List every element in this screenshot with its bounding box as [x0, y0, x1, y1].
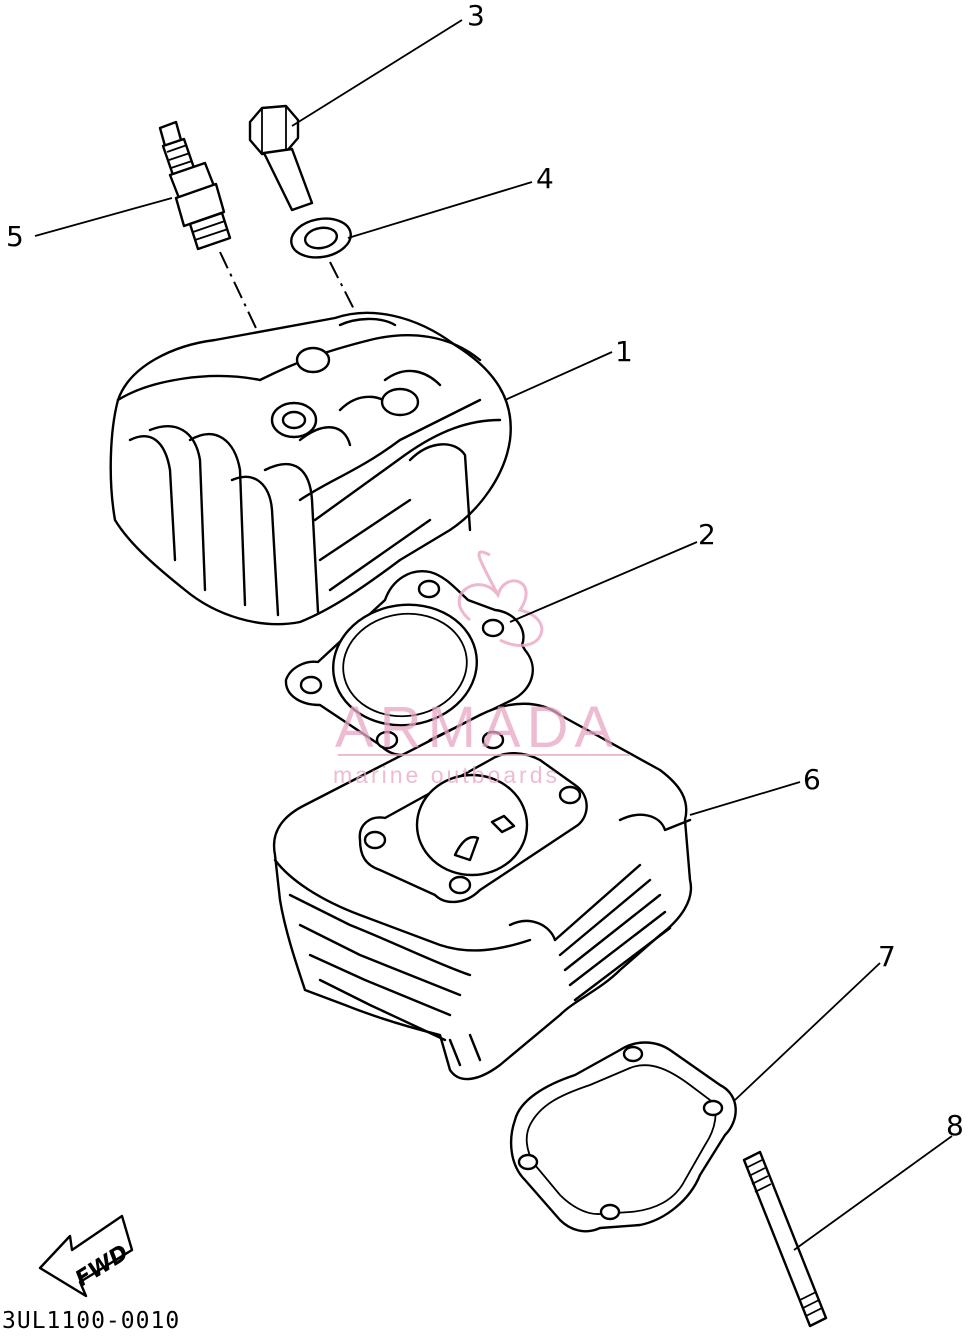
drawing-code: 3UL1100-0010 — [2, 1308, 180, 1334]
watermark-logo — [457, 550, 544, 647]
watermark-logo-tail — [477, 550, 500, 596]
watermark: ARMADA marine outboards — [333, 550, 630, 788]
fwd-arrow-icon: FWD — [38, 1214, 133, 1298]
callout-3: 3 — [467, 0, 485, 32]
leader-lines — [34, 19, 953, 1251]
callout-1: 1 — [615, 335, 633, 368]
spark-plug-part[interactable] — [158, 120, 232, 251]
callout-4: 4 — [536, 162, 554, 195]
watermark-brand: ARMADA — [335, 695, 619, 760]
head-gasket-part[interactable] — [284, 570, 534, 757]
cylinder-part[interactable] — [272, 702, 693, 1081]
base-gasket-part[interactable] — [509, 1041, 737, 1233]
callout-7: 7 — [878, 940, 896, 973]
callout-8: 8 — [946, 1109, 964, 1142]
bolt-part[interactable] — [248, 104, 314, 212]
callout-2: 2 — [698, 518, 716, 551]
cylinder-head-part[interactable] — [109, 311, 512, 626]
callout-5: 5 — [6, 220, 24, 253]
stud-bolt-part[interactable] — [742, 1150, 828, 1328]
callouts: 1 2 3 4 5 6 7 8 — [6, 0, 964, 1142]
watermark-tagline: marine outboards — [333, 762, 560, 788]
washer-part[interactable] — [288, 214, 354, 262]
callout-6: 6 — [803, 763, 821, 796]
watermark-logo-loop — [457, 579, 544, 647]
